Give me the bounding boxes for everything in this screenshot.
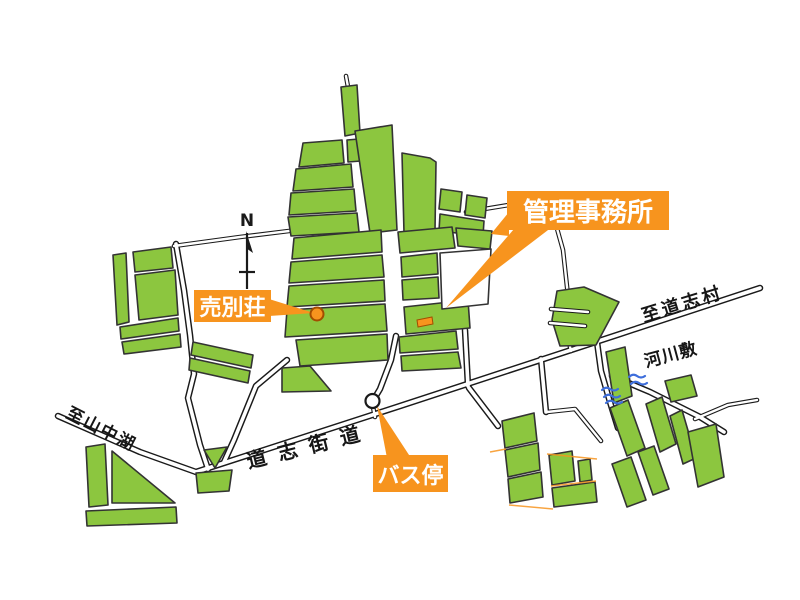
west-cluster-parcels	[112, 246, 254, 384]
villa-pointer	[269, 299, 314, 316]
villa-for-sale-label: 売別荘	[199, 296, 266, 321]
north-arrow-icon: N	[239, 211, 255, 289]
northeast-parcels	[551, 286, 633, 404]
office-marker-icon	[416, 316, 434, 328]
subdivision-parcels	[281, 84, 493, 393]
bus-stop-marker-icon	[364, 392, 381, 410]
bus-stop-label: バス停	[377, 463, 444, 489]
callout-management-office: 管理事務所	[507, 191, 669, 230]
management-office-label: 管理事務所	[522, 198, 653, 228]
river-waves-icon	[600, 373, 649, 405]
villa-marker-icon	[309, 306, 325, 322]
parcel-notch-roads	[547, 306, 591, 329]
callout-villa-for-sale: 売別荘	[194, 290, 271, 322]
management-office-tab	[491, 212, 509, 236]
markers	[309, 306, 434, 410]
bus-stop-pointer	[377, 406, 411, 458]
callout-pointers	[269, 212, 552, 458]
southwest-parcels	[85, 443, 233, 527]
callout-bus-stop: バス停	[373, 455, 448, 492]
compass-n-label: N	[240, 211, 254, 231]
management-office-pointer	[446, 227, 552, 308]
southeast-cluster-parcels	[489, 374, 725, 510]
